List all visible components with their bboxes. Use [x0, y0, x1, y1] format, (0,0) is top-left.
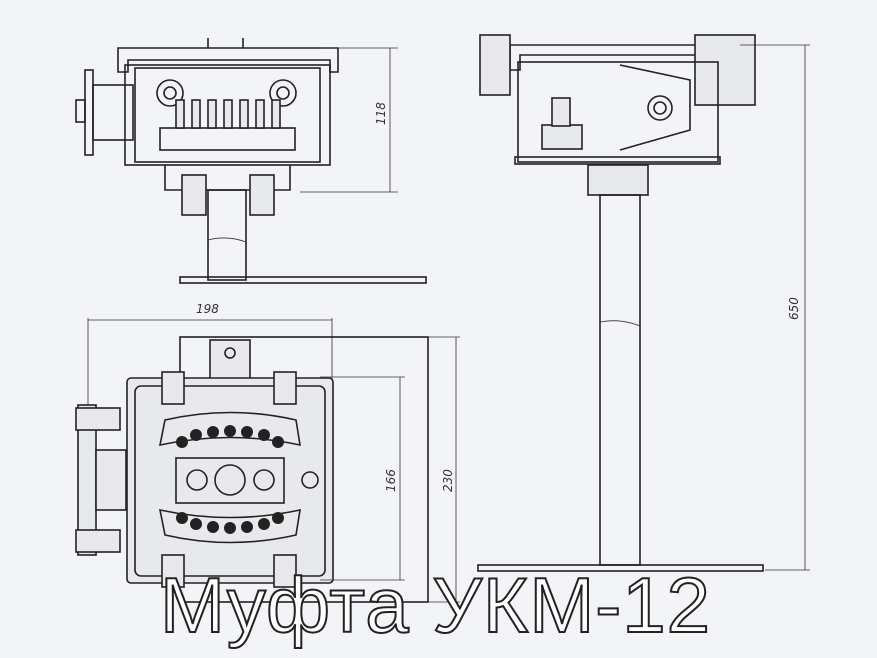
side-view: 650 [477, 34, 810, 572]
dimension-166: 166 [384, 469, 398, 492]
dimension-198: 198 [196, 302, 219, 316]
dimension-118: 118 [374, 102, 388, 125]
drawing-title: Муфта УКМ-12 [159, 560, 712, 650]
dimension-650: 650 [787, 297, 801, 320]
terminal-block [159, 99, 296, 151]
dimension-230: 230 [441, 469, 455, 492]
plan-view: 198 166 230 [75, 302, 460, 603]
front-view: 118 [75, 38, 427, 284]
